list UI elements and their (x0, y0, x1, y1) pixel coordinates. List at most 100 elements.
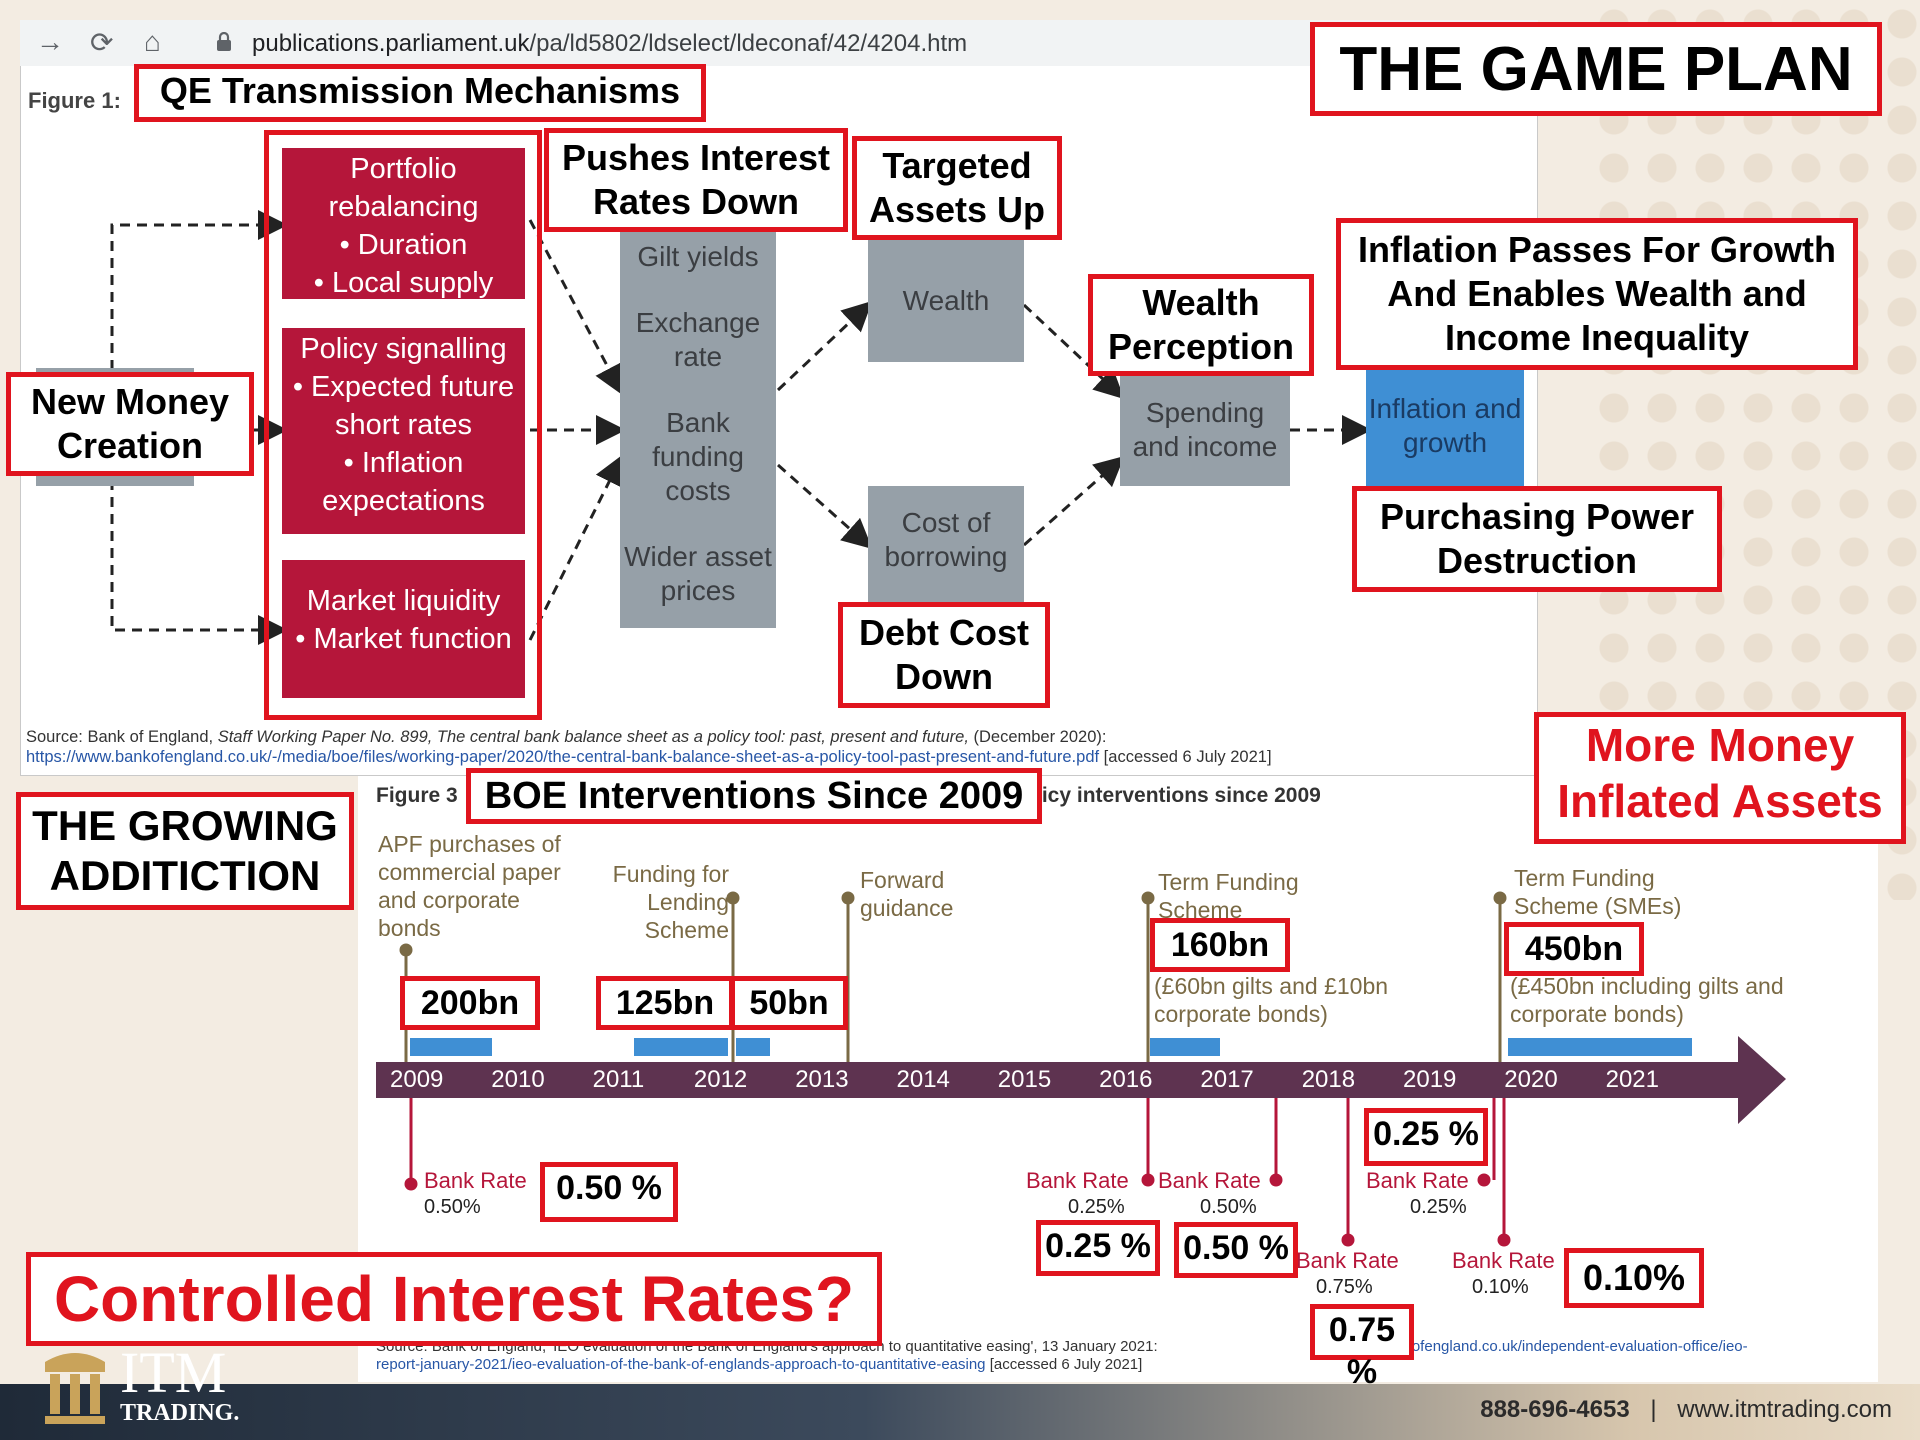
figure1-arrows (110, 210, 1372, 645)
callout-growing-addiction: THE GROWING ADDITICTION (16, 792, 354, 910)
bank-rate-2018-label: Bank Rate (1296, 1248, 1399, 1273)
bank-rate-2009-value: 0.50% (424, 1196, 481, 1218)
event-forward-guidance: Forward guidance (860, 867, 954, 921)
timeline-year: 2014 (896, 1066, 950, 1093)
figure1-source-line2: https://www.bankofengland.co.uk/-/media/… (26, 748, 1272, 767)
brand-subtitle: TRADING. (120, 1400, 240, 1426)
callout-game-plan: THE GAME PLAN (1310, 22, 1882, 116)
callout-rate-025-2016: 0.25 % (1036, 1220, 1160, 1276)
inflation-growth-box: Inflation and growth (1366, 370, 1524, 486)
figure1-source: Source: Bank of England, Staff Working P… (26, 728, 1106, 747)
bank-rate-2020a-value: 0.25% (1410, 1196, 1467, 1218)
figure1-source-title: Staff Working Paper No. 899, The central… (217, 728, 969, 746)
footer-separator: | (1650, 1396, 1657, 1423)
bank-rate-2020a-label: Bank Rate (1366, 1168, 1469, 1193)
callout-boe-interventions: BOE Interventions Since 2009 (466, 768, 1042, 824)
signalling-bullet-rates: • Expected future short rates (292, 371, 515, 441)
brand-name: ITM (120, 1340, 227, 1405)
timeline-year: 2017 (1200, 1066, 1254, 1093)
figure3-title-tail: licy interventions since 2009 (1036, 784, 1321, 807)
policy-signalling-box: Policy signalling • Expected future shor… (282, 328, 525, 534)
wealth-box: Wealth (868, 240, 1024, 362)
timeline-year: 2009 (390, 1066, 444, 1093)
timeline-year: 2015 (997, 1066, 1052, 1093)
callout-inflation-passes: Inflation Passes For Growth And Enables … (1336, 218, 1858, 370)
callout-rate-025-2020: 0.25 % (1364, 1108, 1488, 1166)
figure3-source-link-a[interactable]: nkofengland.co.uk/independent-evaluation… (1396, 1338, 1748, 1355)
callout-200bn: 200bn (400, 976, 540, 1030)
timeline-year: 2012 (693, 1066, 748, 1093)
reload-icon[interactable]: ⟳ (90, 27, 114, 58)
bank-rate-2020b-value: 0.10% (1472, 1276, 1529, 1298)
bank-rate-2009-label: Bank Rate (424, 1168, 527, 1193)
event-tfs: Term Funding Scheme (1158, 869, 1299, 923)
home-icon[interactable]: ⌂ (144, 26, 161, 57)
timeline-year: 2010 (491, 1066, 545, 1093)
signalling-title: Policy signalling (300, 333, 507, 365)
event-fls: Funding for Lending Scheme (612, 861, 729, 943)
callout-targeted-assets: Targeted Assets Up (852, 136, 1062, 240)
callout-controlled-rates: Controlled Interest Rates? (26, 1252, 882, 1346)
cost-of-borrowing-box: Cost of borrowing (868, 486, 1024, 604)
bank-rate-2017-label: Bank Rate (1158, 1168, 1261, 1193)
callout-purchasing-power: Purchasing Power Destruction (1352, 486, 1722, 592)
transmission-outline (264, 130, 542, 720)
callout-more-money: More Money Inflated Assets (1534, 712, 1906, 844)
figure1-source-date: (December 2020): (968, 728, 1107, 746)
timeline-year: 2021 (1605, 1066, 1659, 1093)
figure1-source-prefix: Source: Bank of England, (26, 728, 218, 746)
timeline-year: 2013 (795, 1066, 849, 1093)
wider-asset-text: Wider asset prices (624, 541, 772, 606)
footer-phone[interactable]: 888-696-4653 (1480, 1396, 1630, 1423)
timeline-year: 2018 (1301, 1066, 1356, 1093)
gilt-yields-text: Gilt yields (637, 241, 759, 272)
figure3-link-part1[interactable]: nkofengland.co.uk/independent-evaluation… (1396, 1338, 1748, 1355)
liquidity-bullet-function: • Market function (295, 623, 512, 655)
lock-icon (216, 31, 232, 52)
footer-website[interactable]: www.itmtrading.com (1677, 1396, 1892, 1423)
portfolio-bullet-supply: • Local supply (313, 267, 494, 299)
bank-rate-2017-value: 0.50% (1200, 1196, 1257, 1218)
callout-50bn: 50bn (730, 976, 848, 1030)
event-apf: APF purchases of commercial paper and co… (378, 831, 561, 941)
exchange-rate-text: Exchange rate (635, 307, 761, 372)
market-liquidity-box: Market liquidity • Market function (282, 560, 525, 698)
figure3-link-part2[interactable]: report-january-2021/ieo-evaluation-of-th… (376, 1356, 986, 1373)
timeline-year: 2019 (1403, 1066, 1457, 1093)
callout-rate-075-2018: 0.75 % (1310, 1304, 1414, 1391)
callout-160bn: 160bn (1150, 918, 1290, 972)
url-path: /pa/ld5802/ldselect/ldeconaf/42/4204.htm (529, 30, 968, 57)
bank-funding-text: Bank funding costs (652, 407, 744, 506)
figure3-source-accessed: [accessed 6 July 2021] (985, 1356, 1143, 1373)
bank-rate-2016-value: 0.25% (1068, 1196, 1125, 1218)
callout-rate-010-2020: 0.10% (1564, 1248, 1704, 1308)
browser-url-bar (20, 20, 1538, 66)
bank-rate-2016-label: Bank Rate (1026, 1168, 1129, 1193)
callout-qe-title: QE Transmission Mechanisms (134, 64, 706, 122)
figure1-label: Figure 1: (28, 88, 121, 113)
timeline-year: 2016 (1099, 1066, 1153, 1093)
callout-new-money: New Money Creation (6, 372, 254, 476)
address-url[interactable]: publications.parliament.uk/pa/ld5802/lds… (252, 30, 967, 58)
footer-bar (0, 1384, 1920, 1440)
bank-rate-2020b-label: Bank Rate (1452, 1248, 1555, 1273)
itm-logo-icon (40, 1344, 110, 1428)
figure3-source-line2: report-january-2021/ieo-evaluation-of-th… (376, 1356, 1142, 1373)
callout-rate-050-2009: 0.50 % (540, 1162, 678, 1222)
portfolio-title: Portfolio rebalancing (328, 153, 479, 223)
figure1-source-accessed: [accessed 6 July 2021] (1099, 748, 1272, 766)
figure1-source-link[interactable]: https://www.bankofengland.co.uk/-/media/… (26, 748, 1100, 766)
spending-income-box: Spending and income (1120, 376, 1290, 486)
event-tfs-note: (£60bn gilts and £10bn corporate bonds) (1154, 973, 1389, 1027)
callout-debt-cost: Debt Cost Down (838, 602, 1050, 708)
event-tfsme: Term Funding Scheme (SMEs) (1514, 865, 1682, 919)
timeline-year: 2020 (1504, 1066, 1558, 1093)
liquidity-title: Market liquidity (306, 585, 501, 617)
event-tfsme-note: (£450bn including gilts and corporate bo… (1510, 973, 1784, 1027)
portfolio-bullet-duration: • Duration (339, 229, 468, 261)
url-domain: publications.parliament.uk (252, 30, 530, 57)
forward-icon[interactable]: → (36, 26, 64, 57)
portfolio-rebalancing-box: Portfolio rebalancing • Duration • Local… (282, 148, 525, 299)
timeline-year: 2011 (592, 1066, 645, 1093)
